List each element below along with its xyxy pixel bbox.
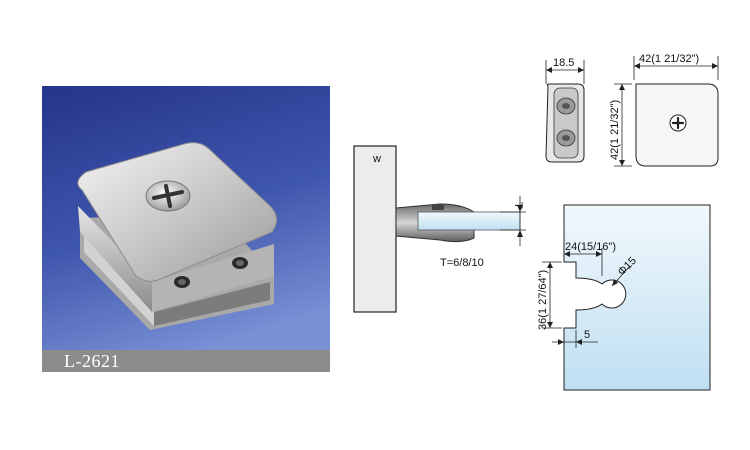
cutout-view: 24(15/16") Φ15 36(1 27/64") 5 xyxy=(537,204,711,391)
product-photo: L-2621 xyxy=(42,86,330,372)
caption-bar: L-2621 xyxy=(42,350,330,372)
front-height-label: 42(1 21/32") xyxy=(609,100,621,160)
glass-edge xyxy=(417,211,521,231)
notch-height-label: 36(1 27/64") xyxy=(537,270,549,330)
glass-panel xyxy=(563,204,711,391)
thickness-label: T xyxy=(512,202,524,209)
notch-width-label: 24(15/16") xyxy=(565,241,616,253)
clamp-screw xyxy=(432,204,444,210)
installation-view: w T T=6/8/10 xyxy=(353,145,526,313)
wall-block xyxy=(353,145,397,313)
product-code: L-2621 xyxy=(64,351,120,371)
side-width-label: 18.5 xyxy=(553,57,574,69)
front-width-label: 42(1 21/32") xyxy=(639,53,699,65)
thickness-values: T=6/8/10 xyxy=(440,257,484,269)
front-view: 42(1 21/32") 42(1 21/32") xyxy=(609,53,719,167)
offset-label: 5 xyxy=(584,329,590,341)
wall-mark: w xyxy=(372,153,381,165)
photo-render xyxy=(42,86,330,372)
side-view: 18.5 xyxy=(545,57,585,163)
